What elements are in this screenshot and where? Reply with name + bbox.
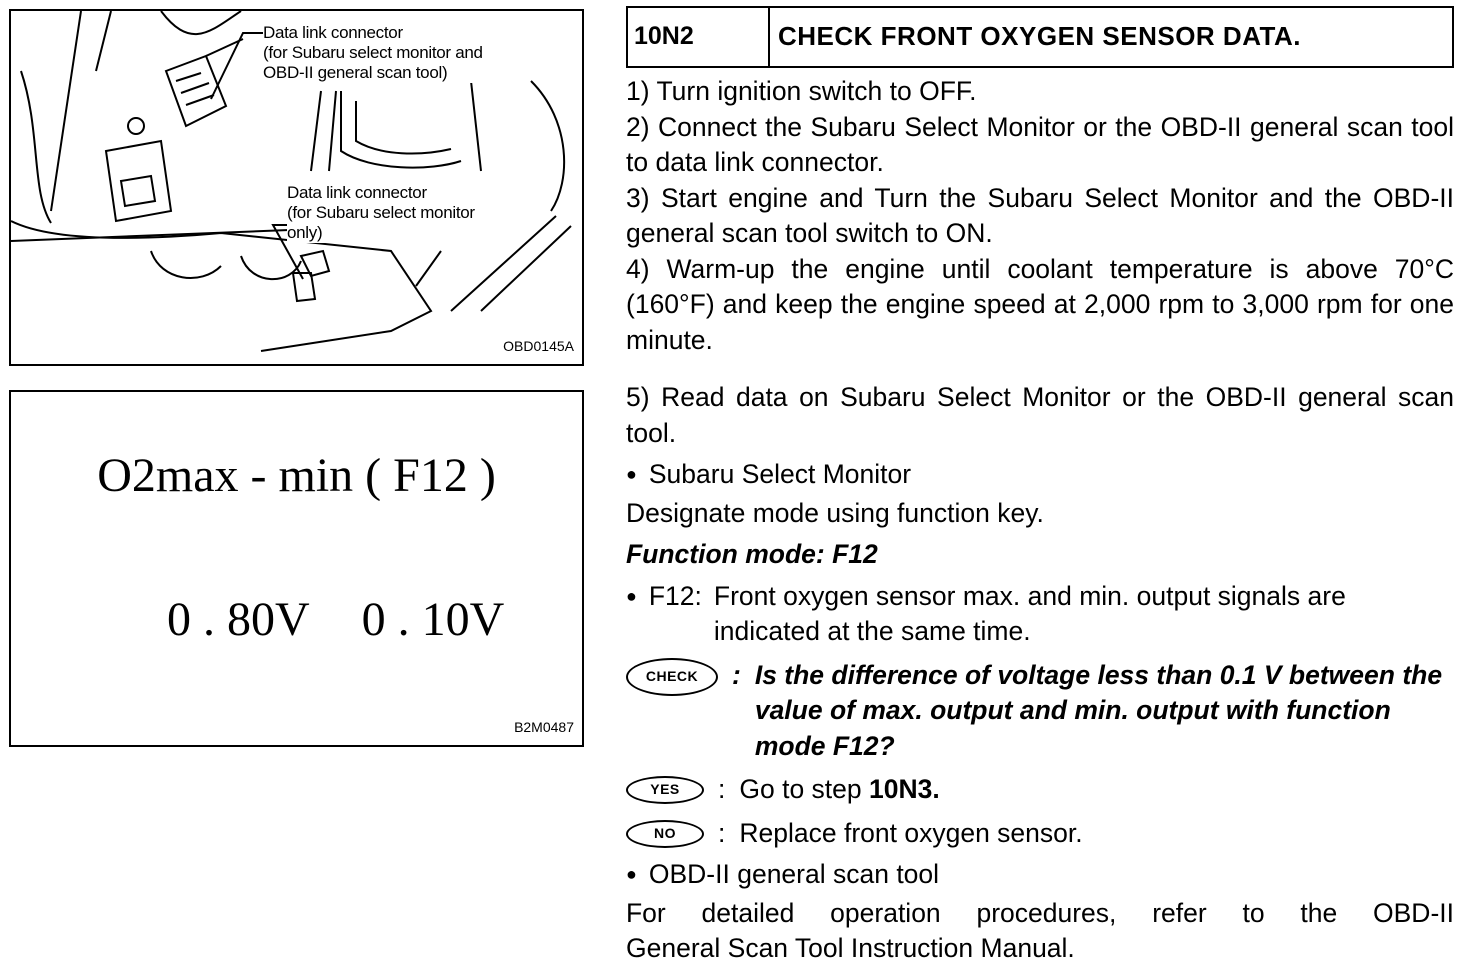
obd-text-line-2: General Scan Tool Instruction Manual. bbox=[626, 933, 1075, 963]
display-value-min: 0 . 10V bbox=[361, 593, 505, 646]
callout-line: only) bbox=[287, 223, 323, 242]
colon: : bbox=[718, 817, 726, 848]
check-question-row: CHECK : Is the difference of voltage les… bbox=[626, 657, 1454, 765]
callout-line: Data link connector bbox=[263, 23, 403, 42]
display-value-max: 0 . 80V bbox=[167, 593, 310, 646]
function-mode: Function mode: F12 bbox=[626, 539, 878, 569]
procedure-column: 10N2 CHECK FRONT OXYGEN SENSOR DATA. 1) … bbox=[626, 6, 1454, 967]
yes-answer: Go to step 10N3. bbox=[739, 772, 939, 808]
connector-illustration: Data link connector (for Subaru select m… bbox=[9, 9, 584, 366]
check-question: Is the difference of voltage less than 0… bbox=[754, 659, 1443, 761]
instruction-4: 4) Warm-up the engine until coolant temp… bbox=[626, 253, 1454, 355]
figure-id: B2M0487 bbox=[514, 719, 574, 735]
f12-label: F12: bbox=[626, 579, 702, 650]
obd-text-line-1: For detailed operation procedures, refer… bbox=[626, 897, 1454, 928]
yes-badge-icon: YES bbox=[626, 776, 704, 804]
f12-description: F12: Front oxygen sensor max. and min. o… bbox=[626, 579, 1454, 650]
callout-line: (for Subaru select monitor bbox=[287, 203, 475, 222]
callout-line: (for Subaru select monitor and bbox=[263, 43, 483, 62]
display-values: 0 . 80V 0 . 10V bbox=[167, 592, 504, 647]
obd-heading: OBD-II general scan tool bbox=[626, 857, 1454, 896]
check-badge-icon: CHECK bbox=[626, 657, 718, 696]
ssm-text: Designate mode using function key. bbox=[626, 497, 1044, 528]
callout-line: OBD-II general scan tool) bbox=[263, 63, 448, 82]
f12-text: Front oxygen sensor max. and min. output… bbox=[713, 580, 1346, 647]
step-header: 10N2 CHECK FRONT OXYGEN SENSOR DATA. bbox=[626, 6, 1454, 68]
callout-connector-ssm: Data link connector (for Subaru select m… bbox=[287, 183, 475, 243]
instruction-2: 2) Connect the Subaru Select Monitor or … bbox=[626, 111, 1454, 178]
instruction-5: 5) Read data on Subaru Select Monitor or… bbox=[626, 382, 1454, 448]
monitor-display-figure: O2max - min ( F12 ) 0 . 80V 0 . 10V B2M04… bbox=[9, 390, 584, 747]
yes-step: 10N3 bbox=[869, 774, 933, 804]
instruction-1: 1) Turn ignition switch to OFF. bbox=[626, 76, 977, 106]
yes-answer-row: YES : Go to step 10N3. bbox=[626, 772, 1454, 808]
step-number: 10N2 bbox=[628, 8, 770, 66]
ssm-heading: Subaru Select Monitor bbox=[626, 457, 1454, 496]
instruction-3: 3) Start engine and Turn the Subaru Sele… bbox=[626, 182, 1454, 249]
no-answer: Replace front oxygen sensor. bbox=[739, 817, 1083, 848]
yes-prefix: Go to step bbox=[739, 774, 870, 804]
yes-suffix: . bbox=[932, 774, 940, 804]
no-answer-row: NO : Replace front oxygen sensor. bbox=[626, 816, 1454, 852]
connector-line-drawing bbox=[11, 11, 572, 352]
callout-line: Data link connector bbox=[287, 183, 427, 202]
display-title: O2max - min ( F12 ) bbox=[97, 449, 496, 502]
figure-id: OBD0145A bbox=[503, 338, 574, 354]
callout-connector-all: Data link connector (for Subaru select m… bbox=[263, 23, 483, 83]
no-badge-icon: NO bbox=[626, 819, 704, 848]
step-title: CHECK FRONT OXYGEN SENSOR DATA. bbox=[778, 21, 1302, 52]
colon: : bbox=[732, 659, 741, 690]
colon: : bbox=[718, 774, 726, 804]
